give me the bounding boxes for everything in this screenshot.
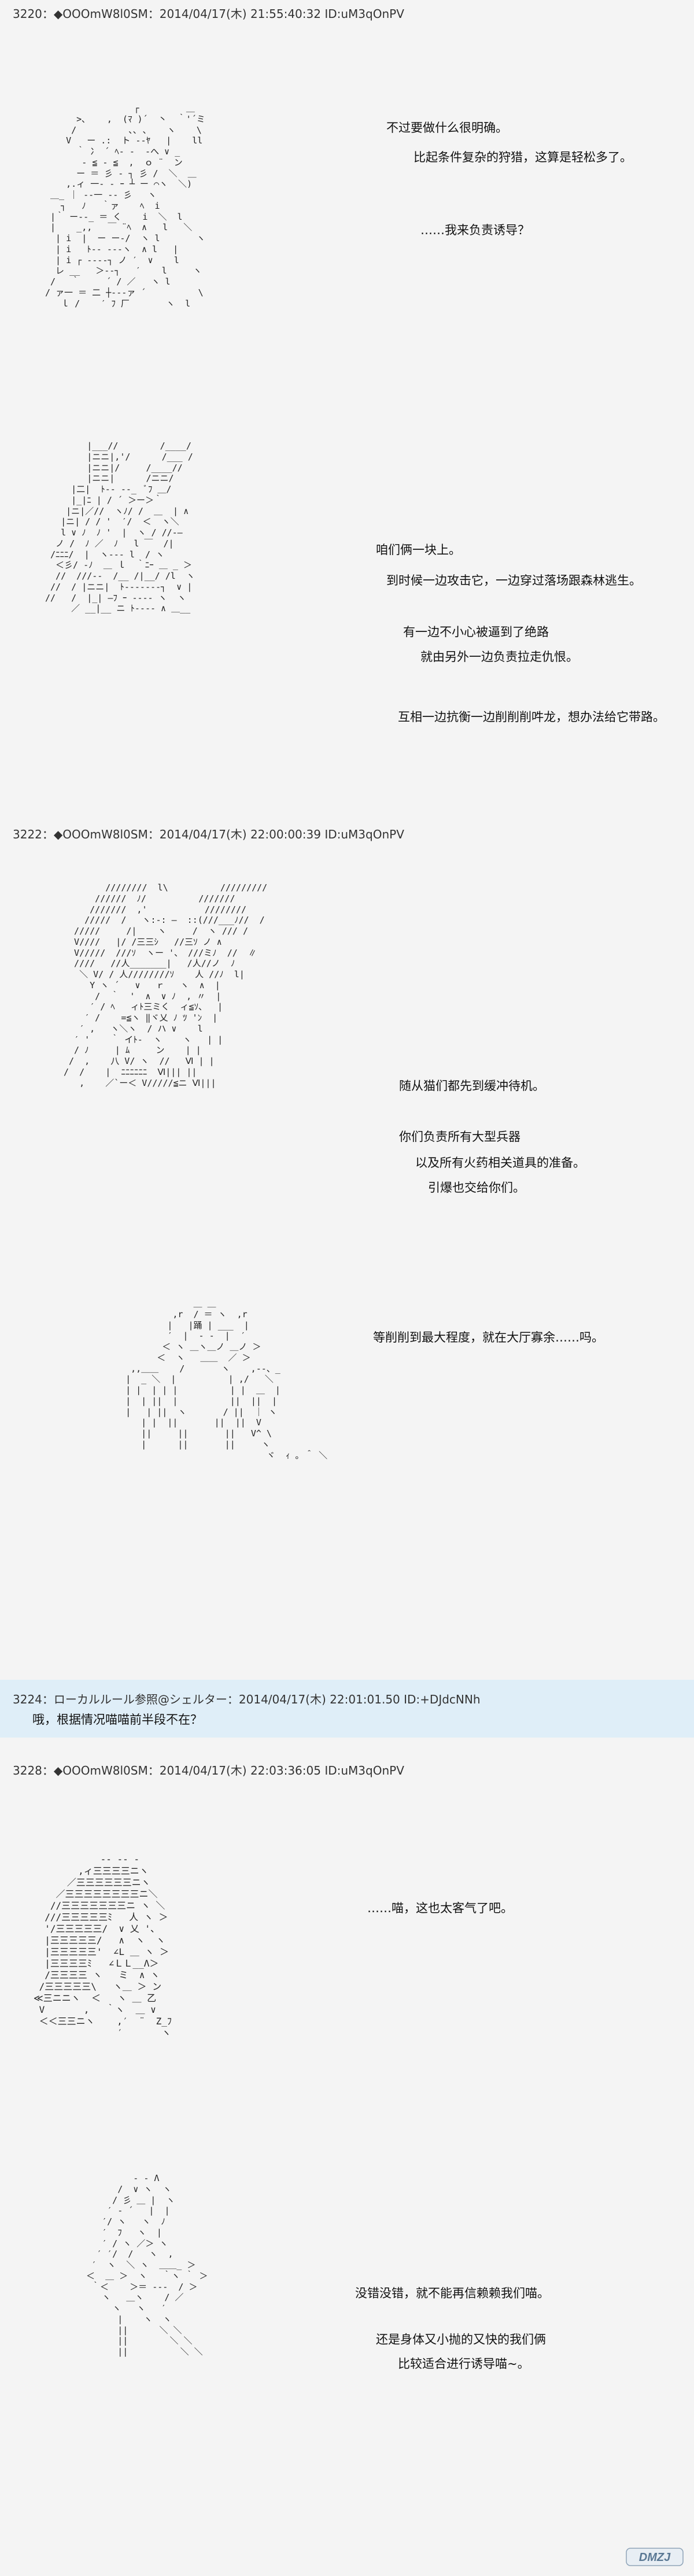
dialogue-line: 以及所有火药相关道具的准备。 (415, 1156, 585, 1170)
dialogue-line: 等削削到最大程度，就在大厅寡余……吗。 (373, 1330, 604, 1344)
dialogue-line: 比较适合进行诱导喵~。 (398, 2357, 530, 2371)
ascii-art-panel-1: ┌ ＿ >､ , (ﾏ )´ 丶 ｀'´ミ / ､､ 、 ヽ \ V ー .: … (45, 103, 205, 309)
dialogue-line: 就由另外一边负责拉走仇恨。 (420, 650, 578, 664)
dialogue-line: 还是身体又小抛的又快的我们俩 (376, 2333, 546, 2346)
ascii-art-panel-3: //////// l\ ///////// ////// ﾉ/ /////// … (64, 882, 268, 1088)
post-header-3228: 3228：◆OOOmW8l0SM：2014/04/17(木) 22:03:36:… (13, 1764, 404, 1777)
post-header-3224: 3224：ローカルルール参照@シェルター：2014/04/17(木) 22:01… (13, 1692, 481, 1706)
dialogue-line: 有一边不小心被逼到了绝路 (403, 625, 549, 639)
ascii-art-panel-6: ‐ ‐ Λ / ∨ ヽ ヽ / 彡 ＿ | ヽ ′ ‐ ´ | | ′/ ヽ ヽ… (86, 2173, 208, 2357)
dialogue-line: 到时候一边攻击它，一边穿过落场跟森林逃生。 (386, 574, 641, 587)
ascii-art-panel-4: ＿ ＿ ,r / ＝ ヽ ,r | |踊 | ___ | ′ | ‐ ‐ | ′… (125, 1298, 328, 1461)
dialogue-line: 引爆也交给你们。 (428, 1181, 525, 1195)
dialogue-line: ……喵，这也太客气了吧。 (367, 1901, 513, 1915)
dialogue-line: 咱们俩一块上。 (376, 543, 461, 557)
svg-text:DMZJ: DMZJ (639, 2551, 671, 2564)
ascii-art-panel-5: ‐‐ ‐‐ ‐ ,ィ三三三三ニヽ ／三三三三三三ニヽ ／三三三三三三三三ニ＼ /… (34, 1854, 172, 2038)
dialogue-line: 你们负责所有大型兵器 (399, 1130, 520, 1144)
ascii-art-panel-2: |___// /____/ |ニニ|,'/ /___ / |ニニ|/ /____… (45, 441, 195, 614)
dmzj-logo-icon: DMZJ (626, 2548, 684, 2566)
post-header-3220: 3220：◆OOOmW8l0SM：2014/04/17(木) 21:55:40:… (13, 7, 404, 21)
dmzj-logo: DMZJ (626, 2546, 684, 2568)
dialogue-line: 比起条件复杂的狩猎，这算是轻松多了。 (414, 150, 632, 164)
post-header-3222: 3222：◆OOOmW8l0SM：2014/04/17(木) 22:00:00:… (13, 827, 404, 841)
reply-highlight (0, 1680, 694, 1738)
reply-text: 哦，根据情况喵喵前半段不在？ (32, 1713, 202, 1727)
dialogue-line: ……我来负责诱导？ (420, 223, 530, 237)
dialogue-line: 互相一边抗衡一边削削削吽龙，想办法给它带路。 (398, 710, 665, 724)
dialogue-line: 没错没错，就不能再信赖赖我们喵。 (355, 2286, 549, 2300)
dialogue-line: 不过要做什么很明确。 (386, 121, 508, 135)
dialogue-line: 随从猫们都先到缓冲待机。 (399, 1079, 545, 1093)
